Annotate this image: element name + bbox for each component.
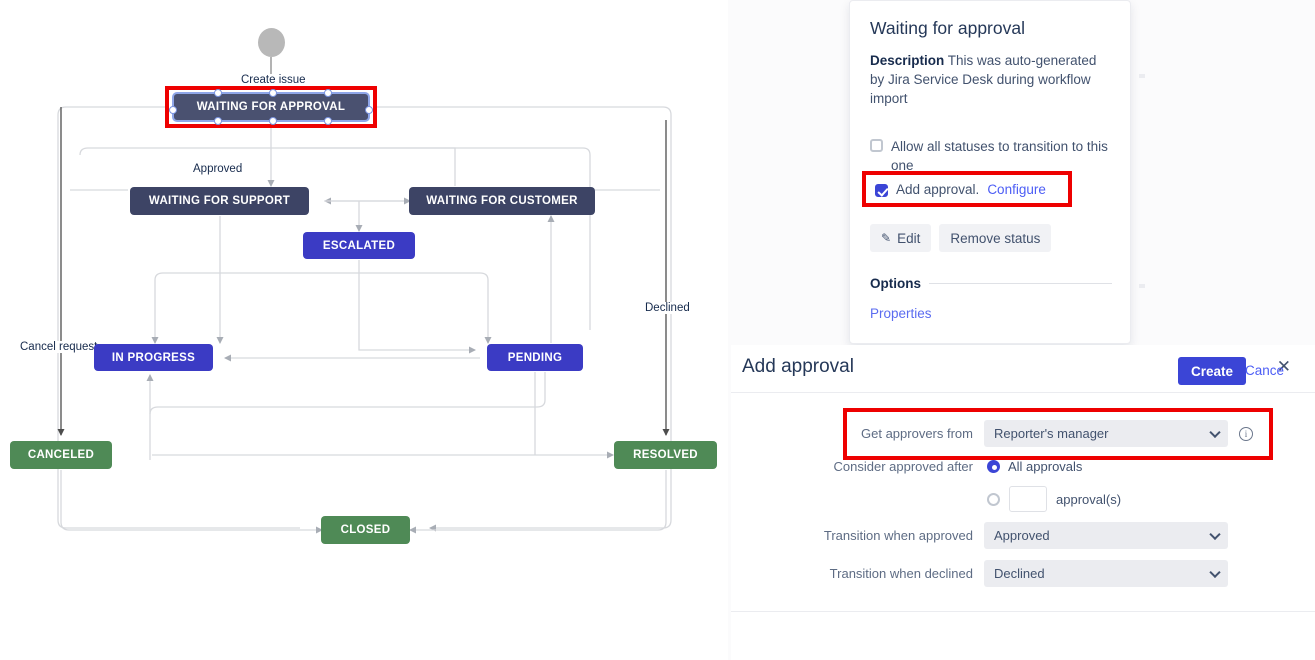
scroll-mark-bottom — [1139, 284, 1145, 288]
workflow-node-label: PENDING — [507, 351, 563, 364]
radio-all-approvals-row[interactable]: All approvals — [987, 459, 1082, 474]
get-approvers-from-value: Reporter's manager — [994, 426, 1109, 441]
workflow-node-canceled[interactable]: CANCELED — [10, 441, 112, 469]
transition-when-approved-value: Approved — [994, 528, 1050, 543]
modal-footer — [731, 611, 1315, 660]
edge-label-declined: Declined — [643, 302, 692, 314]
modal-header — [731, 345, 1315, 393]
transition-when-approved-label: Transition when approved — [823, 528, 973, 543]
radio-all-approvals-label: All approvals — [1008, 459, 1083, 474]
edge-label-approved: Approved — [191, 163, 245, 175]
get-approvers-from-label: Get approvers from — [861, 426, 973, 441]
status-popup-card: Waiting for approval Description This wa… — [849, 0, 1131, 344]
workflow-node-waiting-for-approval[interactable]: WAITING FOR APPROVAL — [169, 89, 373, 125]
workflow-node-label: RESOLVED — [633, 449, 698, 461]
workflow-node-label: WAITING FOR CUSTOMER — [426, 195, 578, 207]
workflow-node-waiting-for-support[interactable]: WAITING FOR SUPPORT — [130, 187, 309, 215]
radio-all-approvals[interactable] — [987, 460, 1000, 473]
modal-title: Add approval — [742, 356, 854, 377]
transition-when-declined-select[interactable]: Declined — [984, 560, 1228, 587]
info-icon[interactable]: i — [1239, 426, 1253, 441]
field-transition-when-declined: Transition when declined Declined — [731, 560, 1315, 587]
options-heading: Options — [870, 276, 921, 291]
remove-status-button[interactable]: Remove status — [939, 224, 1052, 252]
edge-label-create-issue: Create issue — [239, 74, 308, 86]
resize-handle-w[interactable] — [169, 106, 177, 114]
close-icon[interactable]: ✕ — [1276, 357, 1291, 376]
configure-link[interactable]: Configure — [987, 182, 1046, 197]
allow-all-statuses-checkbox[interactable] — [870, 139, 883, 152]
allow-all-statuses-label: Allow all statuses to transition to this… — [891, 139, 1108, 173]
add-approval-label: Add approval. — [896, 182, 980, 197]
status-popup-actions: ✎ Edit Remove status — [870, 224, 1052, 252]
chevron-down-icon — [1209, 528, 1221, 540]
resize-handle-sw[interactable] — [214, 117, 222, 125]
description-text: This was auto-generated by Jira Service … — [870, 53, 1097, 106]
cancel-button[interactable]: Cance — [1245, 363, 1285, 378]
pencil-icon: ✎ — [881, 231, 892, 245]
workflow-node-label: IN PROGRESS — [111, 351, 196, 364]
workflow-node-resolved[interactable]: RESOLVED — [614, 441, 717, 469]
workflow-node-pending[interactable]: PENDING — [487, 344, 583, 371]
field-consider-approved-after: Consider approved after All approvals — [731, 459, 1315, 474]
workflow-node-closed[interactable]: CLOSED — [321, 516, 410, 544]
resize-handle-ne[interactable] — [324, 89, 332, 97]
options-divider — [929, 283, 1112, 284]
chevron-down-icon — [1209, 566, 1221, 578]
approval-count-input[interactable] — [1009, 486, 1047, 512]
resize-handle-nw[interactable] — [214, 89, 222, 97]
workflow-node-label: WAITING FOR APPROVAL — [196, 101, 346, 113]
workflow-canvas[interactable]: Create issue WAITING FOR APPROVAL Approv… — [0, 0, 728, 660]
selection-highlight-waiting-for-approval — [165, 86, 377, 128]
edit-button[interactable]: ✎ Edit — [870, 224, 932, 252]
field-transition-when-approved: Transition when approved Approved — [731, 522, 1315, 549]
workflow-connectors — [57, 57, 672, 534]
status-popup-description: Description This was auto-generated by J… — [870, 51, 1110, 108]
remove-status-label: Remove status — [950, 230, 1041, 246]
workflow-node-escalated[interactable]: ESCALATED — [303, 232, 415, 259]
resize-handle-e[interactable] — [365, 106, 373, 114]
add-approval-modal: Add approval ✕ Get approvers from Report… — [731, 345, 1315, 660]
status-popup-title: Waiting for approval — [870, 18, 1025, 38]
radio-count-approvals[interactable] — [987, 492, 1000, 506]
properties-link[interactable]: Properties — [870, 306, 932, 321]
resize-handle-se[interactable] — [324, 117, 332, 125]
workflow-node-in-progress[interactable]: IN PROGRESS — [94, 344, 213, 371]
transition-when-declined-label: Transition when declined — [829, 566, 973, 581]
add-approval-highlight — [862, 171, 1072, 207]
edit-button-label: Edit — [897, 230, 921, 246]
get-approvers-highlight — [843, 408, 1273, 460]
description-label: Description — [870, 53, 945, 68]
workflow-start-circle[interactable] — [258, 28, 285, 57]
workflow-node-label: CANCELED — [27, 449, 95, 461]
allow-all-statuses-row[interactable]: Allow all statuses to transition to this… — [870, 137, 1110, 175]
resize-handle-n[interactable] — [269, 89, 277, 97]
options-heading-row: Options — [870, 276, 1112, 291]
transition-when-approved-select[interactable]: Approved — [984, 522, 1228, 549]
workflow-node-waiting-for-customer[interactable]: WAITING FOR CUSTOMER — [409, 187, 595, 215]
create-button[interactable]: Create — [1178, 357, 1247, 385]
radio-count-approvals-row[interactable]: approval(s) — [987, 486, 1121, 512]
edge-label-cancel-request: Cancel request — [18, 341, 100, 353]
consider-approved-after-label: Consider approved after — [833, 459, 973, 474]
field-get-approvers-from: Get approvers from Reporter's manager i — [731, 420, 1315, 447]
workflow-node-label: WAITING FOR SUPPORT — [148, 195, 291, 207]
transition-when-declined-value: Declined — [994, 566, 1045, 581]
add-approval-checkbox[interactable] — [875, 184, 888, 197]
approval-count-suffix-label: approval(s) — [1056, 491, 1122, 507]
add-approval-row[interactable]: Add approval. Configure — [875, 182, 1046, 197]
workflow-node-label: ESCALATED — [322, 239, 396, 252]
workflow-node-label: CLOSED — [340, 524, 391, 536]
scroll-mark-top — [1139, 74, 1145, 78]
get-approvers-from-select[interactable]: Reporter's manager — [984, 420, 1228, 447]
resize-handle-s[interactable] — [269, 117, 277, 125]
